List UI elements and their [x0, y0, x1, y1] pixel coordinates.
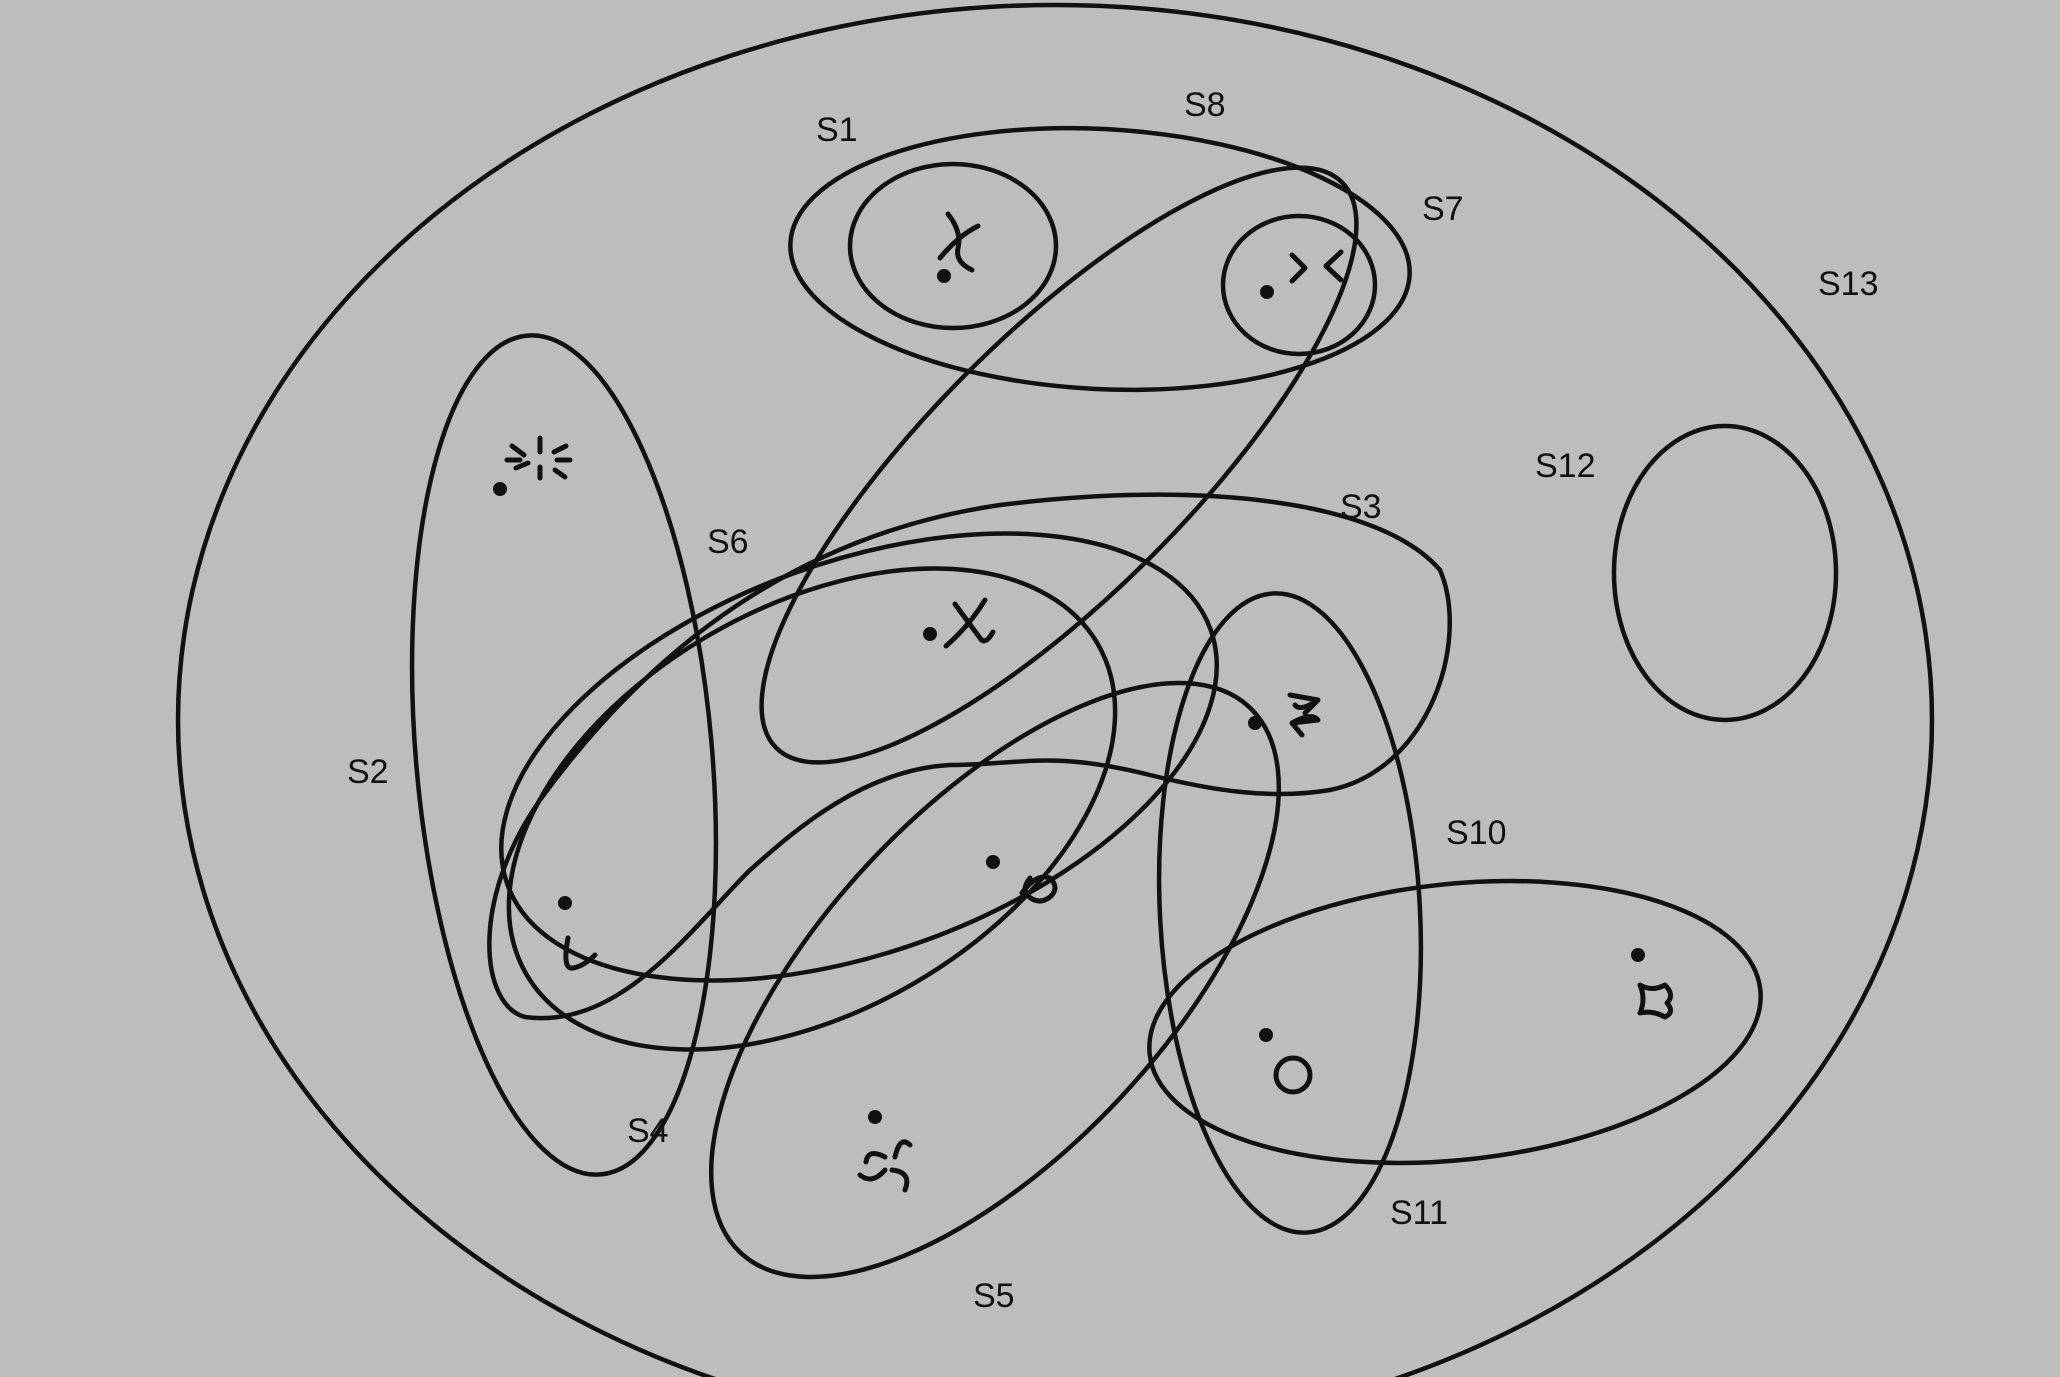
x-squiggle-glyph	[937, 211, 981, 283]
set-s4-boundary	[506, 566, 1118, 1052]
set-label-s12: S12	[1535, 447, 1596, 485]
set-s12-boundary	[1611, 423, 1839, 723]
set-s3-boundary	[487, 492, 1452, 1021]
set-label-s4: S4	[627, 1112, 669, 1150]
hook-glyph	[558, 896, 598, 971]
pinwheel-glyph	[857, 1110, 913, 1193]
set-label-s1: S1	[816, 111, 858, 149]
swap-arrows-glyph	[1248, 692, 1321, 738]
x-slash-glyph	[923, 597, 996, 649]
set-s10-boundary	[1147, 878, 1763, 1166]
set-label-s2: S2	[347, 753, 389, 791]
set-s2-boundary	[409, 333, 719, 1177]
set-label-s6: S6	[707, 523, 749, 561]
set-s13-boundary	[176, 2, 1934, 1377]
set-s5-boundary	[708, 680, 1282, 1280]
set-label-s7: S7	[1422, 190, 1464, 228]
wavy-square-glyph	[1631, 948, 1673, 1020]
set-s11-boundary	[1156, 591, 1424, 1235]
set-s8-inner-boundary	[1220, 213, 1378, 357]
arrow-pair-glyph	[1260, 249, 1344, 299]
starburst-glyph	[493, 435, 573, 496]
curl-glyph	[986, 855, 1058, 904]
set-label-s13: S13	[1818, 265, 1879, 303]
set-s8-boundary	[788, 125, 1412, 393]
set-label-s5: S5	[973, 1277, 1015, 1315]
circle-glyph	[1259, 1028, 1313, 1095]
set-label-s3: S3	[1340, 488, 1382, 526]
set-label-s11: S11	[1390, 1194, 1448, 1232]
set-label-s8: S8	[1184, 86, 1226, 124]
set-s7-boundary	[759, 165, 1359, 765]
set-label-s10: S10	[1446, 814, 1507, 852]
set-s1-boundary	[847, 161, 1059, 331]
